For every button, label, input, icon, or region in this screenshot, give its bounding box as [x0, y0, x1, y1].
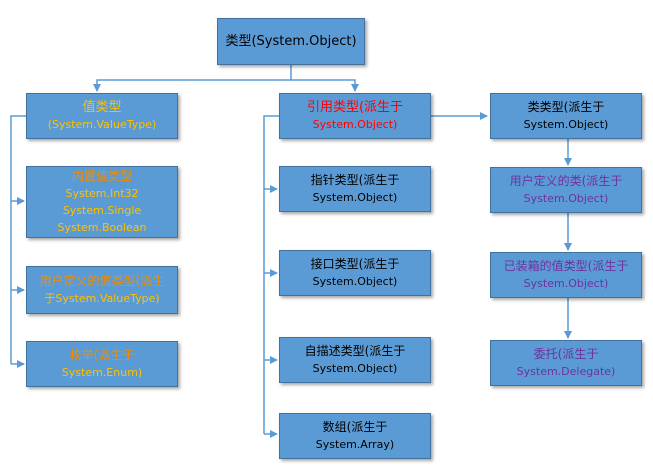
- user-value-types-box: 用户定义的值类型(派生 于System.ValueType): [26, 266, 178, 314]
- self-describing-types-line1: 自描述类型(派生于: [304, 344, 406, 358]
- builtin-value-type-int32: System.Int32: [65, 187, 139, 200]
- value-types-box: 值类型 (System.ValueType): [26, 93, 178, 139]
- user-defined-classes-box: 用户定义的类(派生于 System.Object): [490, 167, 642, 213]
- enum-types-box: 枚举(派生于 System.Enum): [26, 341, 178, 387]
- user-defined-classes-line1: 用户定义的类(派生于: [509, 174, 623, 188]
- array-types-line2: System.Array): [315, 438, 395, 451]
- user-defined-classes-line2: System.Object): [523, 192, 609, 205]
- enum-types-line2: System.Enum): [61, 366, 143, 379]
- pointer-types-line1: 指针类型(派生于: [310, 173, 400, 187]
- class-types-box: 类类型(派生于 System.Object): [490, 93, 642, 139]
- builtin-value-type-single: System.Single: [62, 204, 142, 217]
- interface-types-line1: 接口类型(派生于: [310, 257, 400, 271]
- builtin-value-type-boolean: System.Boolean: [57, 221, 147, 234]
- interface-types-box: 接口类型(派生于 System.Object): [279, 250, 431, 296]
- builtin-value-types-title: 内置值类型: [71, 169, 132, 183]
- boxed-value-types-line2: System.Object): [523, 277, 609, 290]
- reference-types-line2: System.Object): [312, 118, 398, 131]
- delegate-types-line1: 委托(派生于: [533, 347, 599, 361]
- value-types-base: (System.ValueType): [47, 118, 157, 131]
- class-types-line1: 类类型(派生于: [527, 100, 605, 114]
- boxed-value-types-line1: 已装箱的值类型(派生于: [503, 259, 629, 273]
- builtin-value-types-box: 内置值类型 System.Int32 System.Single System.…: [26, 166, 178, 238]
- delegate-types-box: 委托(派生于 System.Delegate): [490, 340, 642, 386]
- reference-branch-trunk: [263, 115, 279, 434]
- arrow-to-value-types: [93, 79, 291, 92]
- arrow-to-reference-types: [291, 79, 359, 92]
- pointer-types-box: 指针类型(派生于 System.Object): [279, 166, 431, 212]
- delegate-types-line2: System.Delegate): [516, 365, 616, 378]
- array-types-box: 数组(派生于 System.Array): [279, 413, 431, 459]
- interface-types-line2: System.Object): [312, 275, 398, 288]
- user-value-types-line1: 用户定义的值类型(派生: [39, 274, 165, 288]
- value-branch-trunk: [10, 115, 26, 364]
- value-types-title: 值类型: [82, 100, 122, 115]
- user-value-types-line2: 于System.ValueType): [44, 292, 160, 305]
- pointer-types-line2: System.Object): [312, 191, 398, 204]
- reference-types-box: 引用类型(派生于 System.Object): [279, 93, 431, 139]
- self-describing-types-line2: System.Object): [312, 362, 398, 375]
- root-type-box: 类型(System.Object): [217, 18, 365, 65]
- boxed-value-types-box: 已装箱的值类型(派生于 System.Object): [490, 252, 642, 298]
- root-type-label: 类型(System.Object): [225, 34, 357, 49]
- array-types-line1: 数组(派生于: [322, 420, 388, 434]
- reference-types-line1: 引用类型(派生于: [306, 100, 404, 115]
- class-types-line2: System.Object): [523, 118, 609, 131]
- self-describing-types-box: 自描述类型(派生于 System.Object): [279, 337, 431, 383]
- enum-types-line1: 枚举(派生于: [69, 348, 135, 362]
